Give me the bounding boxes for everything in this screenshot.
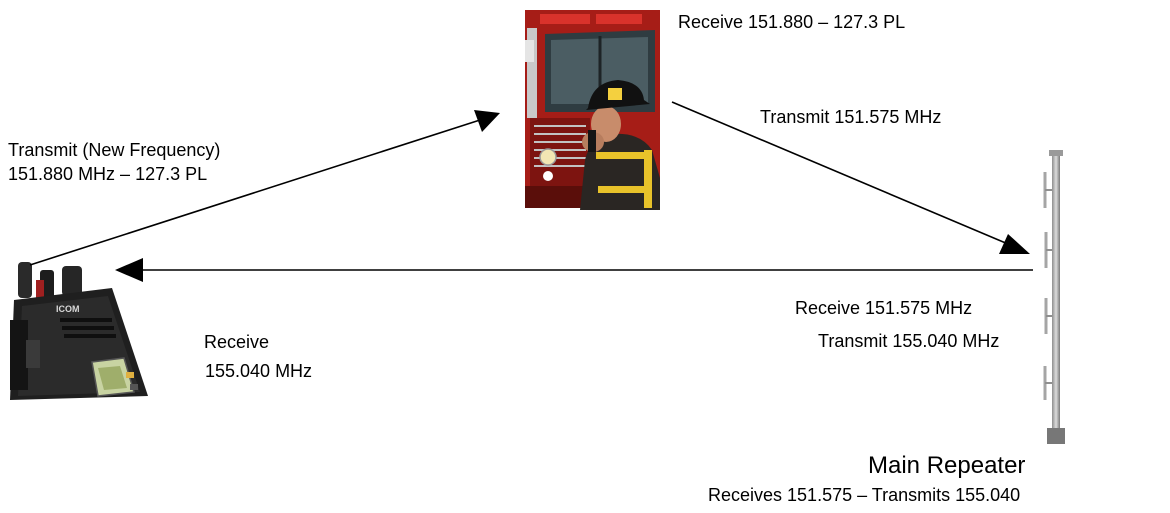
repeater-receive-label: Receive 151.575 MHz bbox=[795, 298, 973, 318]
radio-receive-label-line2: 155.040 MHz bbox=[205, 361, 313, 381]
truck-receive-label: Receive 151.880 – 127.3 PL bbox=[678, 12, 906, 32]
radio-brand-text: ICOM bbox=[56, 304, 80, 314]
fire-truck-photo bbox=[525, 10, 660, 210]
arrow-truck-to-repeater bbox=[671, 101, 1030, 254]
handheld-radio-photo: ICOM bbox=[10, 262, 148, 400]
truck-transmit-label: Transmit 151.575 MHz bbox=[760, 107, 942, 127]
radio-transmit-label-line2: 151.880 MHz – 127.3 PL bbox=[8, 164, 208, 184]
arrow-radio-to-truck bbox=[29, 110, 500, 266]
arrow-repeater-to-radio bbox=[115, 258, 1033, 282]
repeater-title: Main Repeater bbox=[868, 452, 1026, 479]
radio-receive-label-line1: Receive bbox=[204, 332, 270, 352]
repeater-transmit-label: Transmit 155.040 MHz bbox=[818, 331, 1000, 351]
repeater-subtitle: Receives 151.575 – Transmits 155.040 bbox=[708, 485, 1021, 505]
radio-transmit-label-line1: Transmit (New Frequency) bbox=[8, 140, 221, 160]
repeater-antenna-photo bbox=[1043, 150, 1065, 444]
